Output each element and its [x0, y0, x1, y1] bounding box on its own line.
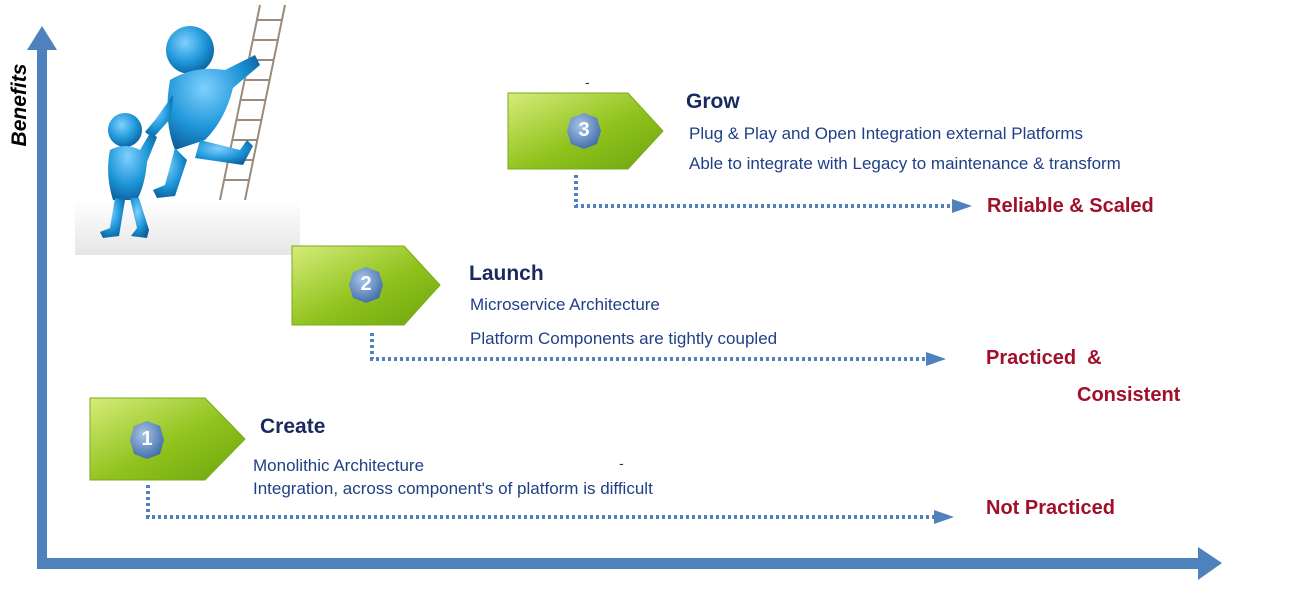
stray-mark: - [585, 74, 590, 90]
stage-2-outcome-line-2: Consistent [1077, 384, 1181, 406]
stage-1-connector [146, 485, 940, 519]
stage-1-block [89, 397, 246, 481]
stage-3-outcome: Reliable & Scaled [987, 195, 1154, 217]
stage-2-number: 2 [360, 273, 372, 295]
stage-2-title: Launch [469, 262, 544, 285]
stage-1-badge [130, 421, 164, 459]
climbing-people-icon [75, 4, 300, 255]
stage-1-line-2: Integration, across component's of platf… [253, 479, 653, 498]
stage-1-outcome: Not Practiced [986, 497, 1115, 519]
stage-2-connector [370, 333, 932, 361]
stage-1-number: 1 [141, 428, 153, 450]
stage-3-line-1: Plug & Play and Open Integration externa… [689, 124, 1084, 143]
stage-2-line-2: Platform Components are tightly coupled [470, 329, 778, 348]
stray-mark: - [619, 455, 624, 471]
x-axis-arrow [37, 547, 1222, 580]
stage-2-line-1: Microservice Architecture [470, 295, 660, 314]
y-axis-arrow [27, 26, 57, 568]
stage-3-connector [574, 175, 958, 208]
stage-3-line-2: Able to integrate with Legacy to mainten… [689, 154, 1121, 173]
stage-1-line-1: Monolithic Architecture [253, 456, 425, 475]
stage-3-block [507, 92, 664, 170]
stage-3-badge [567, 113, 601, 149]
stage-3-number: 3 [578, 119, 590, 141]
stage-2-badge [349, 267, 383, 303]
stage-2-outcome-line-1: Practiced & [986, 347, 1102, 369]
stage-1-title: Create [260, 415, 326, 438]
stage-3-title: Grow [686, 90, 740, 113]
stage-2-block [291, 245, 441, 326]
